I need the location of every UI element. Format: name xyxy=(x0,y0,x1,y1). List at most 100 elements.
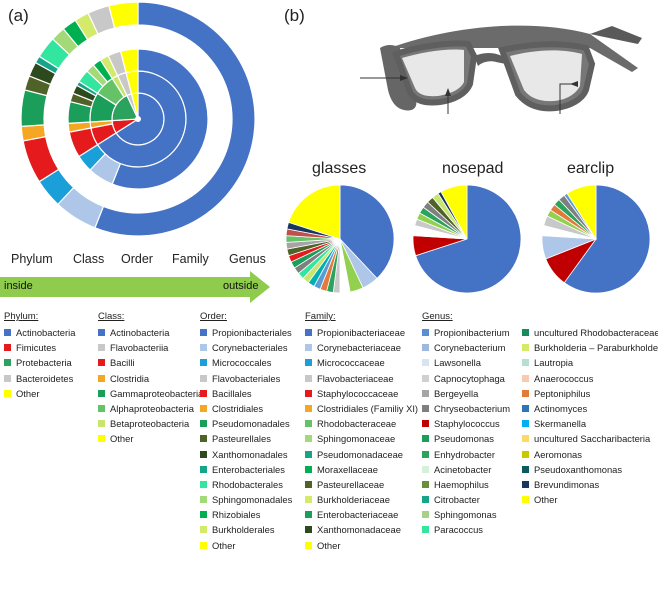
legend-label: Sphingomonadales xyxy=(212,494,293,506)
legend-item-family-6: Rhodobacteraceae xyxy=(305,417,418,432)
legend-item-family-1: Corynebacteriaceae xyxy=(305,341,418,356)
arrow-outside-label: outside xyxy=(223,280,259,292)
legend-item-phylum-3: Bacteroidetes xyxy=(4,372,75,387)
legend-item-order-1: Corynebacteriales xyxy=(200,341,292,356)
legend-swatch xyxy=(522,435,529,443)
legend-title-phylum: Phylum: xyxy=(4,311,39,322)
level-label-genus: Genus xyxy=(229,252,266,266)
legend-title-class: Class: xyxy=(98,311,125,322)
legend-swatch xyxy=(422,435,429,443)
legend-title-family: Family: xyxy=(305,311,336,322)
sunburst-outer-segment-5 xyxy=(20,89,48,127)
legend-label: Pseudomonadaceae xyxy=(317,448,404,460)
legend-swatch xyxy=(98,359,105,367)
legend-swatch xyxy=(422,389,429,397)
sunburst-chart xyxy=(20,2,256,236)
legend-swatch xyxy=(522,496,529,504)
legend-item-genus1-7: Pseudomonas xyxy=(422,432,510,447)
legend-item-genus2-5: Actinomyces xyxy=(522,402,658,417)
legend-item-class-1: Flavobacteriia xyxy=(98,341,203,356)
legend-label: Corynebacteriaceae xyxy=(317,342,401,354)
legend-item-genus2-1: Burkholderia – Paraburkholderia xyxy=(522,341,658,356)
legend-item-order-11: Sphingomonadales xyxy=(200,493,292,508)
legend-label: Corynebacteriales xyxy=(212,342,288,354)
legend-label: Micrococcales xyxy=(212,357,272,369)
legend-swatch xyxy=(4,359,11,367)
legend-label: Burkholderiaceae xyxy=(317,494,390,506)
legend-item-genus2-9: Pseudoxanthomonas xyxy=(522,463,658,478)
glasses-pie-slice-19 xyxy=(288,184,341,240)
legend-label: Lawsonella xyxy=(434,357,481,369)
legend-item-family-5: Clostridiales (Familiy XI) xyxy=(305,402,418,417)
legend-label: Burkholderales xyxy=(212,524,275,536)
legend-label: Other xyxy=(16,387,40,399)
legend-label: Propionibacteriales xyxy=(212,327,292,338)
legend-label: Xanthomonadaceae xyxy=(317,524,401,536)
legend-label: Chryseobacterium xyxy=(434,402,511,414)
legend-swatch xyxy=(200,374,207,382)
legend-swatch xyxy=(422,374,429,382)
legend-label: Anaerococcus xyxy=(534,372,594,384)
legend-item-phylum-2: Protebacteria xyxy=(4,356,75,371)
legend-label: Flavobacteriia xyxy=(110,342,169,354)
legend-swatch xyxy=(200,389,207,397)
legend-swatch xyxy=(422,450,429,458)
legend-swatch xyxy=(305,435,312,443)
inside-outside-arrow xyxy=(0,271,270,303)
legend-label: Aeromonas xyxy=(534,448,582,460)
legend-item-family-10: Pasteurellaceae xyxy=(305,478,418,493)
legend-swatch xyxy=(200,480,207,488)
legend-item-class-6: Betaproteobacteria xyxy=(98,417,203,432)
legend-label: Pseudoxanthomonas xyxy=(534,463,623,475)
legend-swatch xyxy=(522,420,529,428)
legend-swatch xyxy=(305,404,312,412)
legend-swatch xyxy=(4,344,11,352)
pie-title-earclip: earclip xyxy=(567,160,615,177)
legend-item-genus2-10: Brevundimonas xyxy=(522,478,658,493)
legend-swatch xyxy=(422,496,429,504)
legend-swatch xyxy=(305,450,312,458)
legend-item-genus1-9: Acinetobacter xyxy=(422,463,510,478)
legend-label: Fimicutes xyxy=(16,342,57,354)
legend-swatch xyxy=(4,329,11,336)
legend-label: Pasteurellales xyxy=(212,433,271,445)
legend-label: Other xyxy=(110,433,134,445)
level-label-family: Family xyxy=(172,252,209,266)
legend-label: Betaproteobacteria xyxy=(110,418,190,430)
legend-item-order-13: Burkholderales xyxy=(200,523,292,538)
legend-label: Clostridiales xyxy=(212,402,264,414)
legend-swatch xyxy=(305,526,312,534)
callout-arrowhead-earclip xyxy=(570,81,578,87)
legend-swatch xyxy=(522,465,529,473)
callout-arrowhead-nosepad xyxy=(445,88,451,96)
legend-item-order-14: Other xyxy=(200,539,292,554)
legend-item-order-3: Flavobacteriales xyxy=(200,372,292,387)
legend-item-order-2: Micrococcales xyxy=(200,356,292,371)
legend-item-phylum-1: Fimicutes xyxy=(4,341,75,356)
legend-swatch xyxy=(98,329,105,336)
earclip-pie-slice-10 xyxy=(566,184,597,241)
legend-item-family-2: Micrococcaceae xyxy=(305,356,418,371)
legend-swatch xyxy=(422,480,429,488)
level-label-class: Class xyxy=(73,252,105,266)
earclip-pie-slice-0 xyxy=(563,184,651,294)
legend-label: Haemophilus xyxy=(434,478,489,490)
sunburst-ring-2-segment-14 xyxy=(119,48,139,74)
legend-swatch xyxy=(305,480,312,488)
legend-label: Brevundimonas xyxy=(534,478,600,490)
legend-item-family-0: Propionibacteriaceae xyxy=(305,326,418,341)
legend-swatch xyxy=(422,359,429,367)
legend-label: Propionibacterium xyxy=(434,327,510,338)
legend-swatch xyxy=(98,420,105,428)
pie-title-glasses: glasses xyxy=(312,160,367,177)
legend-label: Bacilli xyxy=(110,357,135,369)
legend-swatch xyxy=(305,359,312,367)
legend-label: Clostridiales (Familiy XI) xyxy=(317,402,419,414)
legend-item-class-4: Gammaproteobacteria xyxy=(98,387,203,402)
legend-item-family-4: Staphylococcaceae xyxy=(305,387,418,402)
legend-swatch xyxy=(522,480,529,488)
legend-label: Staphylococcus xyxy=(434,418,500,430)
